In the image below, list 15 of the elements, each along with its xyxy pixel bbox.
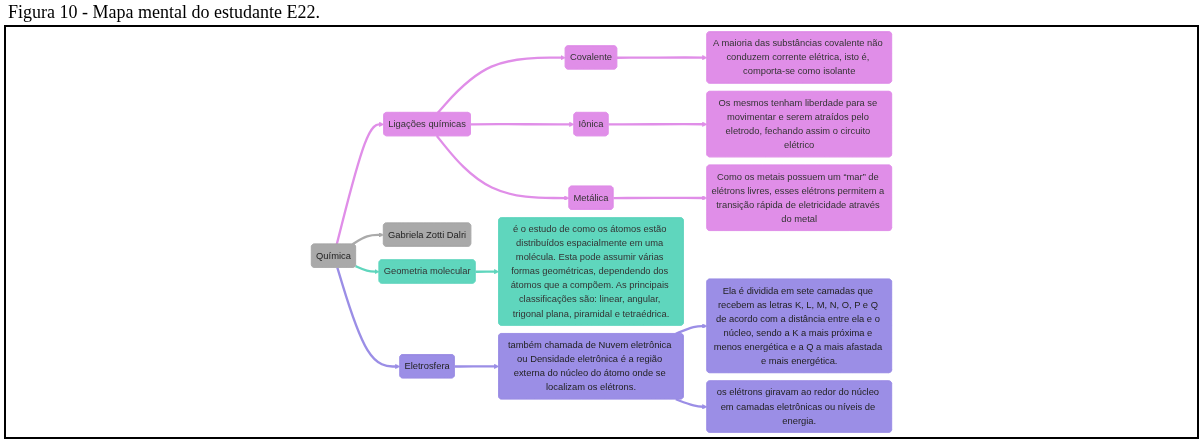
arrow	[335, 121, 385, 245]
arrow	[454, 363, 500, 369]
arrow	[435, 135, 570, 201]
arrow	[608, 121, 708, 127]
arrow	[617, 55, 708, 61]
figure-title: Figura 10 - Mapa mental do estudante E22.	[7, 1, 321, 24]
arrow	[470, 121, 575, 127]
arrow	[613, 195, 708, 201]
arrow	[351, 232, 384, 246]
arrow	[336, 267, 401, 370]
arrow	[355, 265, 380, 275]
arrow	[437, 55, 566, 114]
arrow	[475, 269, 500, 275]
arrow	[675, 323, 708, 335]
arrow	[675, 398, 708, 410]
